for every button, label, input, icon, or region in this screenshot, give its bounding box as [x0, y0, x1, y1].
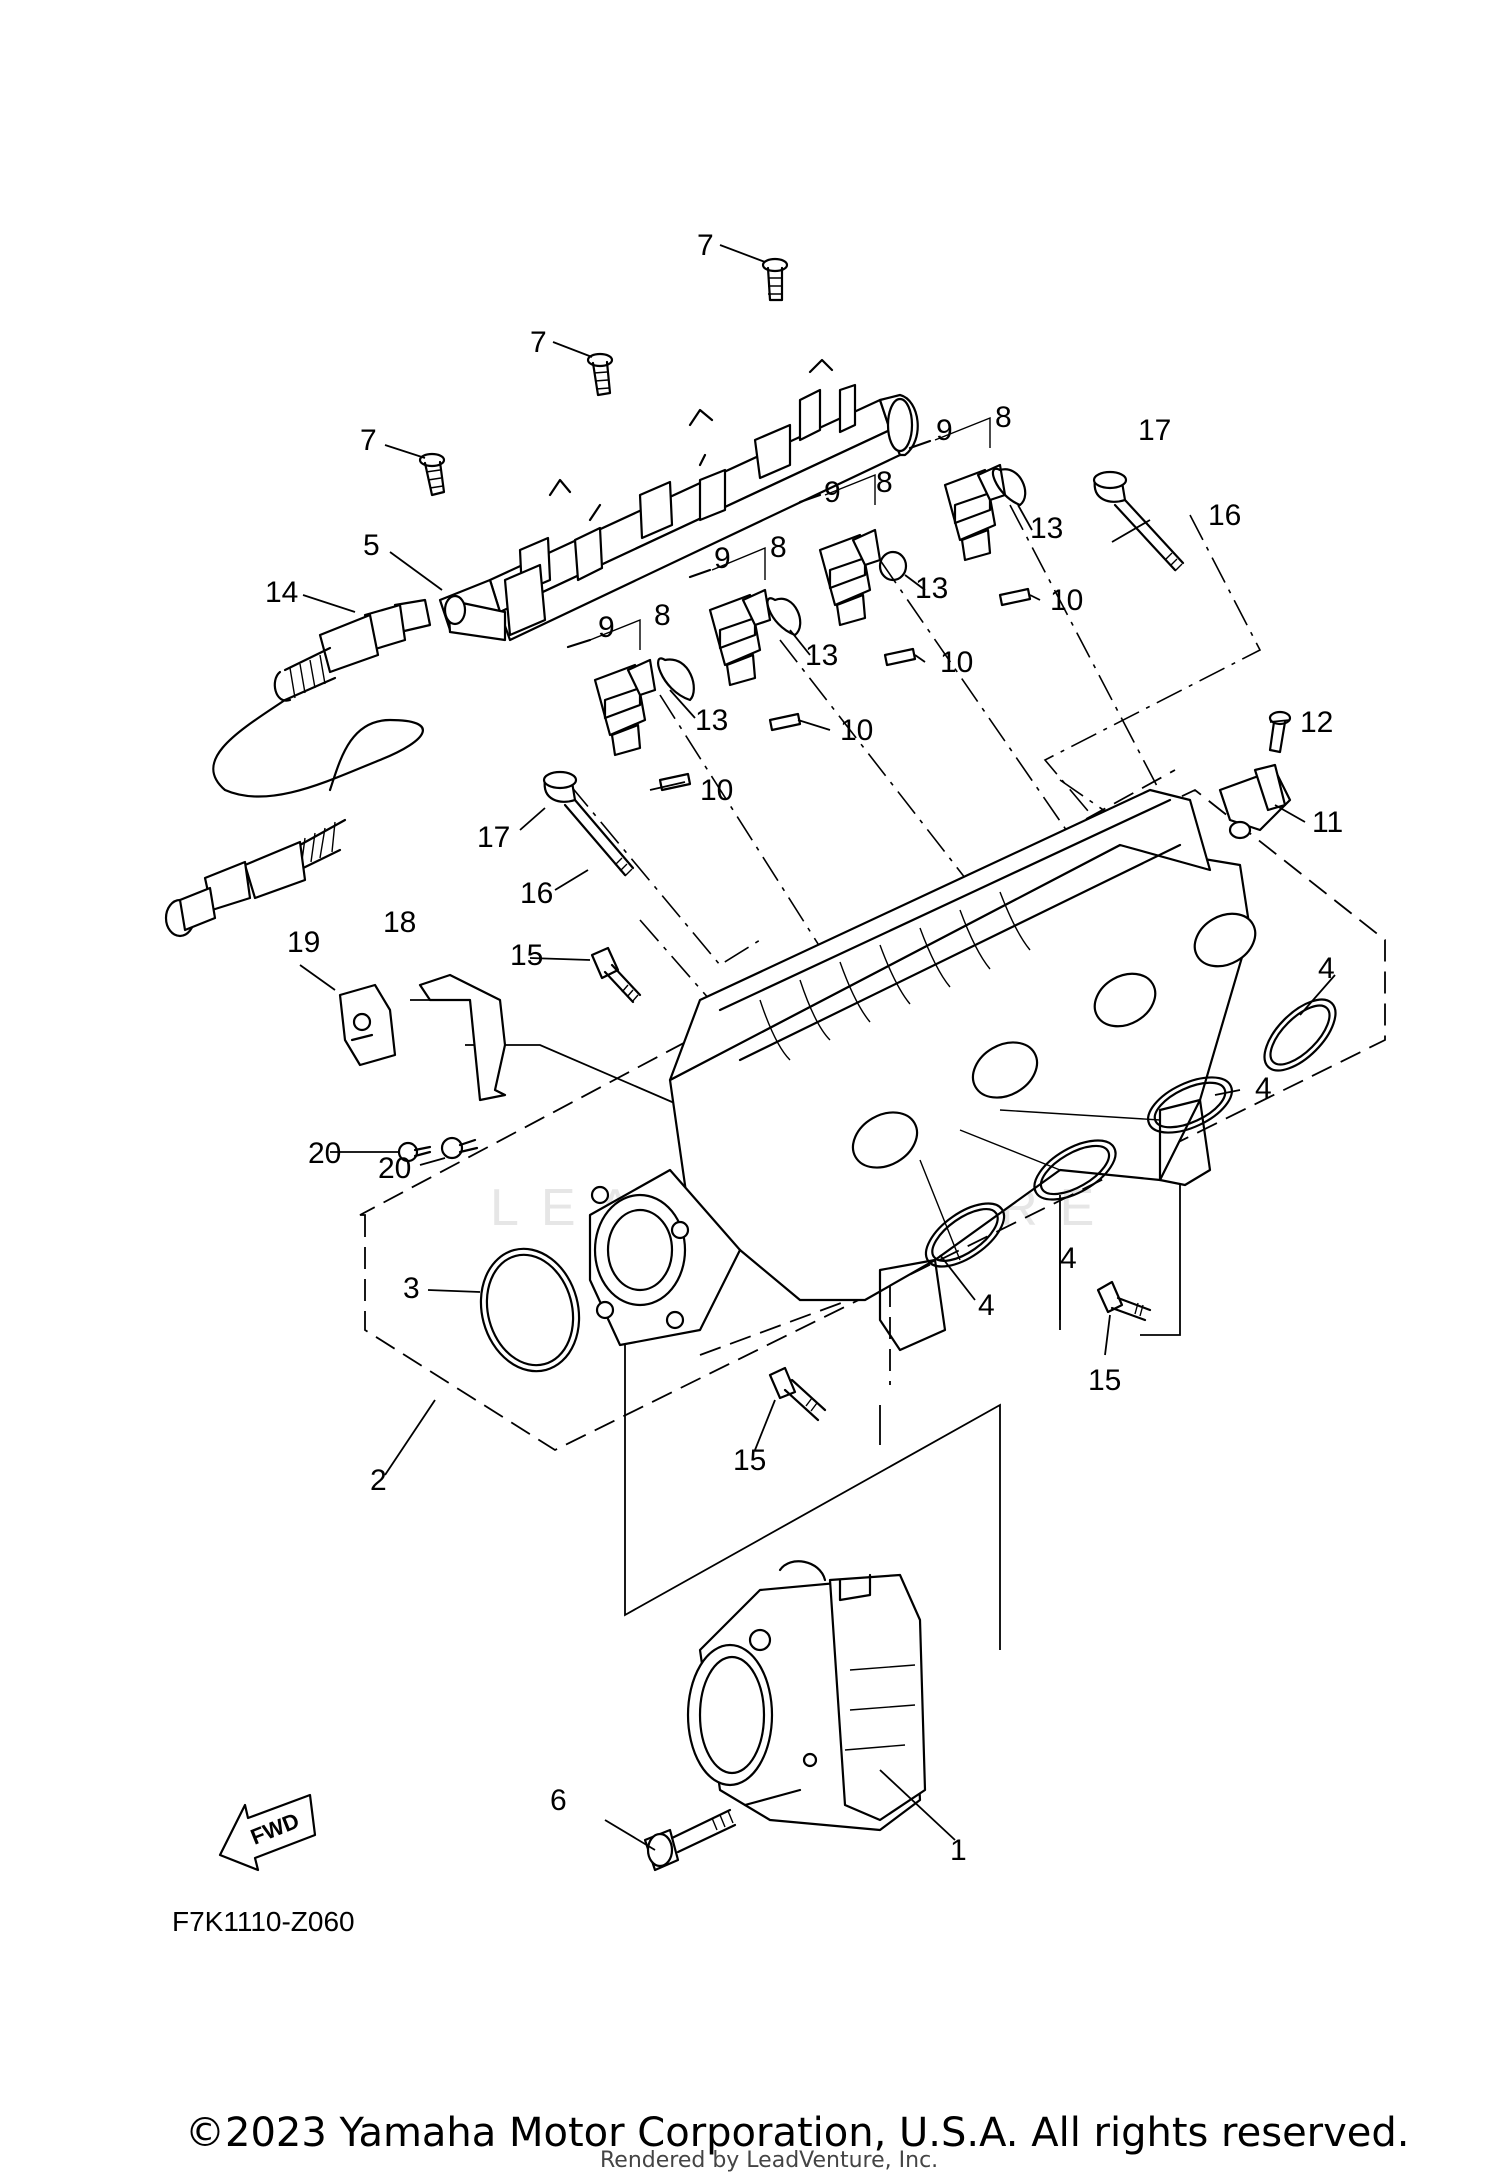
injector-1	[593, 658, 657, 757]
bracket-18	[418, 973, 507, 1102]
callout-8c: 8	[876, 466, 893, 499]
rendered-by-credit: Rendered by LeadVenture, Inc.	[600, 2148, 939, 2173]
callout-7a: 7	[697, 229, 714, 262]
injector-4	[943, 463, 1007, 562]
callout-17b: 17	[477, 821, 510, 854]
callout-10b: 10	[840, 714, 873, 747]
callout-leaders	[299, 244, 1336, 1851]
map-sensor	[1218, 763, 1292, 840]
callout-16a: 16	[1208, 499, 1241, 532]
throttle-body	[686, 1560, 927, 1832]
callout-16b: 16	[520, 877, 553, 910]
callout-11: 11	[1312, 806, 1343, 839]
callout-4d: 4	[978, 1289, 995, 1322]
injector-2	[708, 588, 772, 687]
bolts-20	[397, 1136, 479, 1163]
callout-7b: 7	[530, 326, 547, 359]
callout-5: 5	[363, 529, 380, 562]
bolt-7-top	[761, 257, 789, 302]
callout-14: 14	[265, 576, 298, 609]
callout-9a: 9	[598, 611, 615, 644]
callout-9d: 9	[936, 414, 953, 447]
callout-4a: 4	[1318, 952, 1335, 985]
callout-13d: 13	[1030, 512, 1063, 545]
callout-9b: 9	[714, 542, 731, 575]
screw-12	[1268, 710, 1292, 754]
callout-18: 18	[383, 906, 416, 939]
callout-13c: 13	[915, 572, 948, 605]
callout-4c: 4	[1060, 1242, 1077, 1275]
wire-harness	[164, 598, 432, 938]
callout-15c: 15	[733, 1444, 766, 1477]
bolt-15-right	[1096, 1280, 1152, 1322]
callout-13b: 13	[805, 639, 838, 672]
fuel-rail	[438, 358, 919, 642]
bolt-16-upper	[1092, 470, 1185, 572]
callout-8d: 8	[995, 401, 1012, 434]
gasket-3	[479, 1247, 581, 1373]
bolt-16-lower	[542, 770, 635, 877]
callout-10a: 10	[700, 774, 733, 807]
callout-4b: 4	[1255, 1072, 1272, 1105]
diagram-code: F7K1110-Z060	[172, 1906, 355, 1937]
callout-1: 1	[950, 1834, 967, 1867]
clips-9	[566, 439, 932, 649]
bolt-15-lower	[768, 1366, 827, 1422]
callout-12: 12	[1300, 706, 1333, 739]
callout-17a: 17	[1138, 414, 1171, 447]
callout-13a: 13	[695, 704, 728, 737]
intake-manifold	[588, 788, 1257, 1352]
damper-19	[338, 983, 397, 1067]
bolt-7-left	[418, 452, 446, 497]
callout-3: 3	[403, 1272, 420, 1305]
bolt-15-top	[590, 946, 642, 1004]
gaskets-4	[924, 998, 1337, 1268]
callout-20a: 20	[308, 1137, 341, 1170]
callout-15b: 15	[1088, 1364, 1121, 1397]
injector-3	[818, 528, 882, 627]
callout-6: 6	[550, 1784, 567, 1817]
callout-20b: 20	[378, 1152, 411, 1185]
bolt-6	[643, 1788, 802, 1872]
callout-8a: 8	[654, 599, 671, 632]
callouts: 1 2 3 4 4 4 4 5 6 7 7 7 8 8 8 8 9 9 9 9 …	[247, 229, 1343, 1867]
callout-10d: 10	[1050, 584, 1083, 617]
bolt-7-middle	[586, 352, 614, 397]
callout-10c: 10	[940, 646, 973, 679]
callout-19: 19	[287, 926, 320, 959]
callout-9c: 9	[824, 476, 841, 509]
callout-15a: 15	[510, 939, 543, 972]
callout-7c: 7	[360, 424, 377, 457]
copyright-notice: ©2023 Yamaha Motor Corporation, U.S.A. A…	[185, 2110, 1410, 2156]
callout-8b: 8	[770, 531, 787, 564]
fwd-arrow-icon	[218, 1793, 317, 1872]
callout-2: 2	[370, 1464, 387, 1497]
